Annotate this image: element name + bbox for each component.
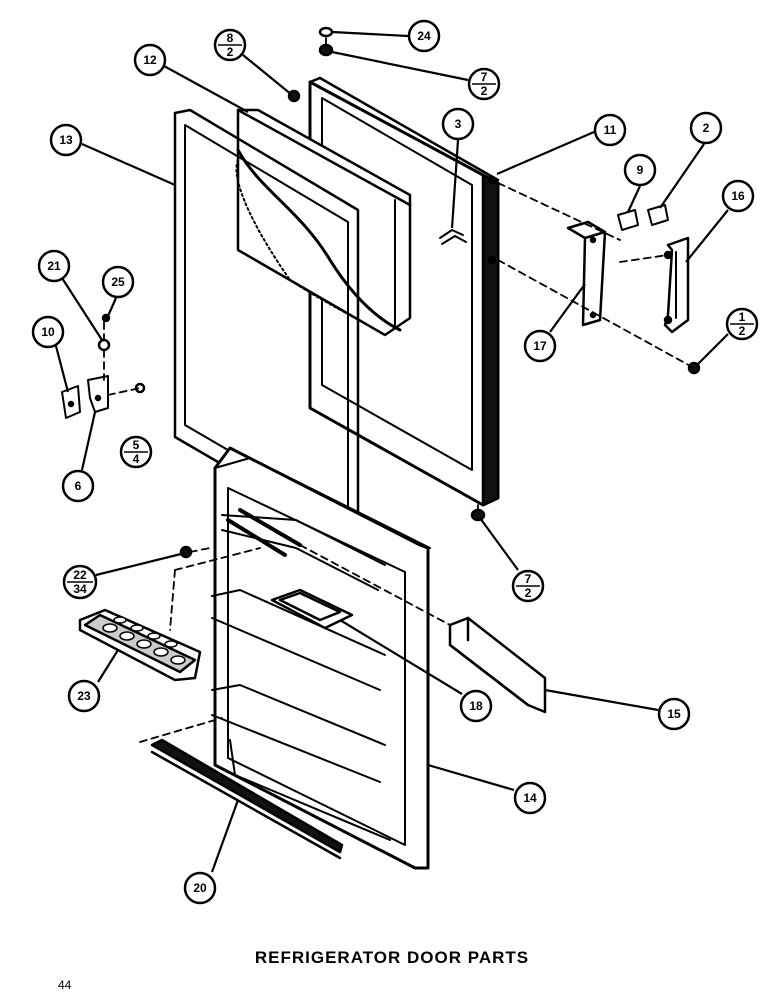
callout-15: 15: [657, 697, 691, 731]
leader-25: [106, 297, 118, 317]
svg-text:7: 7: [525, 572, 532, 586]
leader-9: [627, 185, 641, 213]
callout-14: 14: [513, 781, 547, 815]
leader-24: [331, 30, 409, 38]
leader-2: [659, 143, 705, 209]
leader-22-34: [95, 551, 186, 577]
svg-text:24: 24: [417, 29, 431, 43]
svg-text:2: 2: [525, 586, 532, 600]
shelf-rail: [448, 616, 547, 714]
leader-7-2-bottom: [479, 517, 519, 571]
callout-8-2: 8 2: [213, 28, 247, 62]
assembly-lines: [103, 37, 695, 743]
door-liner-panel: [211, 446, 431, 870]
callout-7-2-top: 7 2: [467, 67, 501, 101]
svg-text:2: 2: [739, 324, 746, 338]
svg-text:25: 25: [111, 275, 125, 289]
leader-17: [549, 283, 586, 333]
svg-text:3: 3: [455, 117, 462, 131]
svg-text:8: 8: [227, 31, 234, 45]
callout-2: 2: [689, 111, 723, 145]
leader-11: [496, 130, 595, 176]
svg-text:16: 16: [731, 189, 745, 203]
svg-text:4: 4: [133, 452, 140, 466]
svg-text:7: 7: [481, 70, 488, 84]
svg-text:6: 6: [75, 479, 82, 493]
svg-text:10: 10: [41, 325, 55, 339]
svg-text:13: 13: [59, 133, 73, 147]
svg-text:11: 11: [604, 123, 617, 137]
trim-plates: [617, 204, 669, 231]
door-handle: [663, 236, 690, 334]
svg-text:2: 2: [481, 84, 488, 98]
leader-13: [81, 142, 176, 187]
callout-1-2: 1 2: [725, 307, 759, 341]
leader-8-2: [242, 54, 293, 96]
svg-text:12: 12: [143, 53, 157, 67]
leader-7-2-top: [331, 50, 469, 82]
handle-bracket: [566, 220, 607, 327]
svg-text:2: 2: [227, 45, 234, 59]
leader-14: [427, 763, 515, 792]
svg-text:9: 9: [637, 163, 644, 177]
svg-text:14: 14: [523, 791, 537, 805]
callout-10: 10: [31, 315, 65, 349]
svg-text:5: 5: [133, 438, 140, 452]
fasteners: [179, 26, 701, 559]
svg-text:21: 21: [47, 259, 61, 273]
callout-21: 21: [37, 249, 71, 283]
callout-9: 9: [623, 153, 657, 187]
svg-text:34: 34: [73, 582, 87, 596]
callout-17: 17: [523, 329, 557, 363]
svg-text:18: 18: [469, 699, 483, 713]
svg-text:22: 22: [73, 568, 87, 582]
svg-text:1: 1: [739, 310, 746, 324]
leader-23: [97, 649, 119, 683]
svg-text:20: 20: [193, 881, 207, 895]
callout-11: 11: [593, 113, 627, 147]
door-liner-cutaway: [235, 108, 412, 337]
leader-16: [685, 209, 729, 263]
callout-5-4: 5 4: [119, 435, 153, 469]
callout-22-34: 22 34: [62, 564, 98, 600]
callout-20: 20: [183, 871, 217, 905]
svg-text:17: 17: [533, 339, 547, 353]
svg-text:2: 2: [703, 121, 710, 135]
callout-18: 18: [459, 689, 493, 723]
svg-text:15: 15: [667, 707, 681, 721]
hinge-parts: [61, 313, 146, 419]
leader-10: [54, 345, 70, 393]
page-number: 44: [58, 978, 72, 992]
callout-7-2-bottom: 7 2: [511, 569, 545, 603]
bottom-trim-strip: [150, 738, 344, 860]
callout-25: 25: [101, 265, 135, 299]
leader-21: [61, 277, 103, 341]
leader-20: [210, 799, 240, 873]
butter-compartment: [270, 588, 354, 630]
leader-12: [163, 65, 249, 113]
leader-15: [544, 688, 659, 712]
egg-tray: [78, 608, 202, 682]
leader-1-2: [695, 333, 729, 367]
svg-text:23: 23: [77, 689, 91, 703]
callout-6: 6: [61, 469, 95, 503]
page-title: REFRIGERATOR DOOR PARTS: [254, 948, 530, 967]
callout-16: 16: [721, 179, 755, 213]
callout-3: 3: [441, 107, 475, 141]
callout-24: 24: [407, 19, 441, 53]
leader-3: [450, 139, 460, 229]
callout-12: 12: [133, 43, 167, 77]
leader-18: [339, 619, 463, 695]
leader-6: [80, 411, 97, 471]
callout-23: 23: [67, 679, 101, 713]
callout-13: 13: [49, 123, 83, 157]
